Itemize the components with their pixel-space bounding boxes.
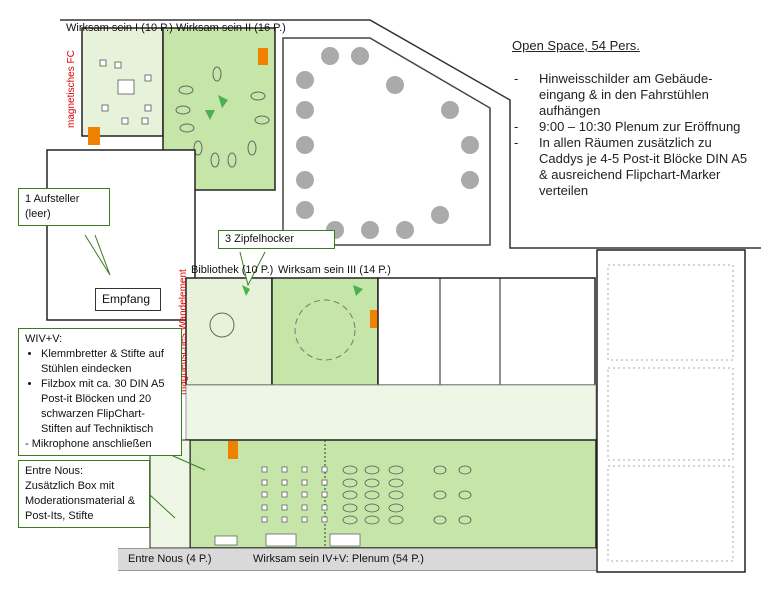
empfang-label: Empfang [95,288,161,311]
room-wirksam-sein-3 [271,277,379,386]
room-label-wirksam-sein-2: Wirksam sein II (16 P.) [176,22,286,34]
room-label-bar: Entre Nous (4 P.) Wirksam sein IV+V: Ple… [118,548,596,571]
sanitary-rooms [377,277,596,386]
notes-list: Hinweisschilder am Gebäude-eingang & in … [512,71,752,199]
callout-wiv-item: Filzbox mit ca. 30 DIN A5 Post-it Blöcke… [41,377,175,437]
zipfelhocker-icon [218,95,228,108]
callout-pointer [84,234,111,276]
callout-pointer [239,251,266,287]
zipfelhocker-icon [353,285,363,296]
callout-pointer [149,494,176,519]
notes-panel: Open Space, 54 Pers. Hinweisschilder am … [512,38,752,199]
flipchart-icon [88,127,100,145]
wall-label-magnetic-fc: magnetisches FC [66,50,77,128]
room-plenum [185,439,597,549]
building-outline [60,19,761,249]
callout-entre-nous: Entre Nous: Zusätzlich Box mit Moderatio… [18,460,150,528]
plenum-chairs [342,465,472,525]
callout-aufsteller: 1 Aufsteller (leer) [18,188,110,226]
chair-circle [294,299,356,361]
room-label-wirksam-sein-3: Wirksam sein III (14 P.) [278,264,391,276]
open-space-area [282,37,491,246]
notes-title: Open Space, 54 Pers. [512,38,640,53]
room-label-plenum: Wirksam sein IV+V: Plenum (54 P.) [253,553,424,565]
callout-entre-nous-title: Entre Nous: [25,465,84,477]
right-wing [596,249,746,573]
callout-wiv-list: Klemmbretter & Stifte auf Stühlen eindec… [25,347,175,437]
room-bibliothek [185,277,273,386]
chairs [175,66,270,168]
zipfelhocker-icon [242,285,250,296]
corridor [185,384,597,441]
callout-entre-nous-text: Zusätzlich Box mit Moderationsmaterial &… [25,480,136,522]
flipchart-icon [228,441,238,459]
room-label-entre-nous: Entre Nous (4 P.) [128,553,212,565]
round-table [209,312,235,338]
callout-zipfelhocker: 3 Zipfelhocker [218,230,335,249]
plenum-tables [214,466,361,547]
notes-item: Hinweisschilder am Gebäude-eingang & in … [512,71,752,119]
room-entre-nous [149,439,191,549]
callout-wiv-title: WIV+V: [25,333,63,345]
open-space-tables [296,47,479,239]
callout-wiv: WIV+V: Klemmbretter & Stifte auf Stühlen… [18,328,182,456]
notes-item: 9:00 – 10:30 Plenum zur Eröffnung [512,119,752,135]
tables [99,59,152,125]
callout-wiv-footer: - Mikrophone anschließen [25,438,152,450]
room-label-bibliothek: Bibliothek (10 P.) [191,264,274,276]
room-label-wirksam-sein-1: Wirksam sein I (10 P.) [66,22,173,34]
callout-wiv-item: Klemmbretter & Stifte auf Stühlen eindec… [41,347,175,377]
flipchart-icon [258,48,268,65]
notes-item: In allen Räumen zusätzlich zu Caddys je … [512,135,752,199]
right-wing-room [607,367,734,461]
zipfelhocker-icon [205,110,215,120]
